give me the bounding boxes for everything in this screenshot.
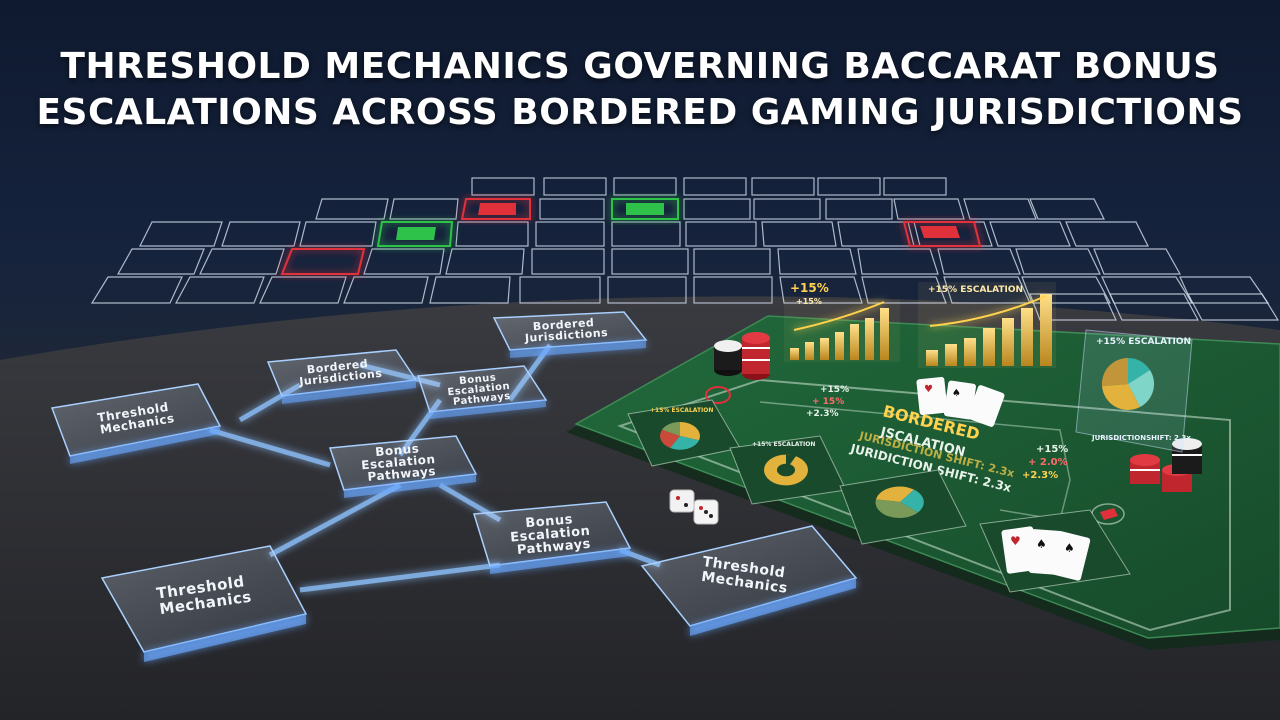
table-left-percent: +2.3% bbox=[806, 409, 839, 419]
table-right-percent: +15% bbox=[1036, 444, 1068, 455]
connector bbox=[268, 482, 402, 558]
node-label: Pathways bbox=[367, 464, 437, 484]
node-label: Bonus bbox=[459, 372, 497, 387]
grid-cell-green bbox=[611, 198, 679, 220]
hologram-chart-label: +15% ESCALATION bbox=[928, 285, 1023, 295]
table-left-percent: + 15% bbox=[812, 397, 844, 407]
table-right-percent: +2.3% bbox=[1022, 470, 1058, 481]
grid-cell-green-fill bbox=[626, 203, 664, 215]
grid-cell-green-2-fill bbox=[396, 227, 436, 240]
node-label: Escalation bbox=[510, 524, 591, 546]
svg-text:♠: ♠ bbox=[1036, 537, 1047, 551]
hologram-bar bbox=[1021, 308, 1033, 366]
baccarat-table: BORDERED JSCALATION JURISDICTION SHIFT: … bbox=[566, 315, 1280, 650]
grid-cell-green-2 bbox=[376, 221, 454, 247]
node-label: Jurisdictions bbox=[524, 326, 609, 345]
hologram-bar bbox=[964, 338, 976, 366]
hologram-bar bbox=[820, 338, 829, 360]
flow-node-threshold-mechanics-bottom-right: Threshold Mechanics bbox=[640, 525, 858, 636]
playing-cards: ♥ ♠ ♠ bbox=[1001, 526, 1091, 581]
hologram-bar bbox=[790, 348, 799, 360]
svg-text:Bonus Escalation: Bonus Escalation Pathways bbox=[360, 440, 442, 485]
svg-text:Bordered Jurisdictions: Bordered Jurisdictions bbox=[523, 315, 609, 345]
svg-text:Bonus Escalation: Bonus Escalation Pathways bbox=[446, 371, 516, 409]
table-left-percent: +15% bbox=[820, 385, 849, 395]
connector bbox=[209, 427, 331, 468]
playing-cards: ♥ ♠ bbox=[916, 376, 1005, 427]
hologram-bar bbox=[850, 324, 859, 360]
table-right-percent: + 2.0% bbox=[1028, 457, 1068, 468]
grid-cell-red-fill bbox=[478, 203, 516, 215]
node-label: Bonus bbox=[525, 512, 574, 531]
pie-icon bbox=[1101, 357, 1155, 410]
dice bbox=[669, 489, 719, 525]
perspective-grid bbox=[90, 177, 1280, 321]
hologram-bar bbox=[945, 344, 957, 366]
grid-cell-red bbox=[460, 198, 531, 220]
node-label: Escalation bbox=[361, 452, 436, 472]
chip-stack bbox=[714, 332, 770, 380]
node-label: Pathways bbox=[516, 537, 591, 558]
flow-node-threshold-mechanics-left: Threshold Mechanics bbox=[50, 383, 222, 464]
hologram-bar bbox=[865, 318, 874, 360]
svg-text:♠: ♠ bbox=[1064, 541, 1075, 555]
table-panel-label: +15% ESCALATION bbox=[650, 407, 713, 414]
hologram-bar bbox=[835, 332, 844, 360]
pie-icon bbox=[660, 421, 700, 450]
hologram-bar bbox=[880, 308, 889, 360]
title-line-1: THRESHOLD MECHANICS GOVERNING BACCARAT B… bbox=[60, 46, 1220, 87]
donut-icon bbox=[764, 454, 808, 486]
node-label: Bordered bbox=[306, 357, 368, 376]
flow-node-bonus-escalation-pathways-middle: Bonus Escalation Pathways bbox=[328, 435, 478, 498]
hologram-bar bbox=[805, 342, 814, 360]
flow-node-threshold-mechanics-bottom-left: Threshold Mechanics bbox=[100, 545, 308, 662]
hologram-bar bbox=[983, 328, 995, 366]
hologram-bar-chart: +15% +15% bbox=[784, 281, 900, 362]
svg-text:♥: ♥ bbox=[1010, 534, 1021, 548]
chip-stack bbox=[1130, 438, 1202, 492]
node-label: Bordered bbox=[532, 316, 594, 333]
title-line-2: ESCALATIONS ACROSS BORDERED GAMING JURIS… bbox=[36, 92, 1244, 133]
node-label: Bonus bbox=[375, 441, 420, 459]
hologram-panel-label: +15% ESCALATION bbox=[1096, 337, 1191, 347]
connector bbox=[299, 562, 501, 593]
svg-text:♥: ♥ bbox=[924, 384, 933, 395]
flow-node-bordered-jurisdictions-top: Bordered Jurisdictions bbox=[492, 311, 648, 358]
flow-node-bonus-escalation-pathways-bottom: Bonus Escalation Pathways bbox=[473, 501, 632, 574]
hologram-bar bbox=[926, 350, 938, 366]
svg-text:Bonus Escalation: Bonus Escalation Pathways bbox=[509, 510, 597, 558]
grid-cell-red-3 bbox=[902, 221, 982, 247]
flowchart: Bordered Jurisdictions Bordered Jurisdic… bbox=[50, 311, 858, 662]
grid-cell-red-2 bbox=[280, 248, 366, 275]
hologram-chart-sub: +15% bbox=[796, 297, 822, 306]
page-title: THRESHOLD MECHANICS GOVERNING BACCARAT B… bbox=[0, 44, 1280, 136]
grid-cell-red-3-fill bbox=[920, 226, 960, 238]
table-panel-label: +15% ESCALATION bbox=[752, 441, 815, 448]
highlighted-cells bbox=[280, 198, 982, 275]
svg-text:♠: ♠ bbox=[952, 388, 961, 399]
hologram-bar bbox=[1002, 318, 1014, 366]
hologram-panel-footer: JURISDICTIONSHIFT: 2.3x bbox=[1091, 434, 1191, 442]
hologram-bar bbox=[1040, 294, 1052, 366]
pie-icon bbox=[875, 486, 924, 519]
hologram-bar-chart: +15% ESCALATION bbox=[918, 282, 1056, 368]
hologram-chart-label: +15% bbox=[790, 281, 829, 295]
flow-node-bordered-jurisdictions: Bordered Jurisdictions bbox=[266, 349, 418, 404]
hologram-side-panel: +15% ESCALATION JURISDICTIONSHIFT: 2.3x bbox=[1075, 329, 1193, 453]
flow-node-bonus-escalation-pathways-top: Bonus Escalation Pathways bbox=[416, 365, 548, 419]
